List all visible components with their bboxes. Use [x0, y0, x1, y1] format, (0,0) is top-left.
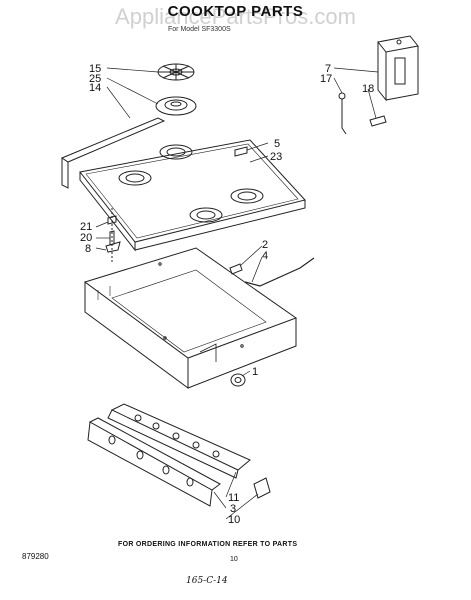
spark-igniter [338, 92, 387, 135]
part-label: 5 [274, 138, 280, 150]
watermark-text: AppliancePartsPros.com [115, 4, 356, 29]
part-label: 7 [325, 63, 331, 75]
handwritten-note: 165-C-14 [186, 576, 228, 586]
part-label: 15 [89, 63, 101, 75]
model-subtitle: For Model SF3300S [168, 26, 231, 33]
part-label: 17 [320, 73, 332, 85]
part-label: 21 [80, 221, 92, 233]
part-label: 8 [85, 243, 91, 255]
ordering-info-note: FOR ORDERING INFORMATION REFER TO PARTS [118, 541, 298, 548]
page-title: COOKTOP PARTS [167, 3, 304, 20]
orifice-and-tube [229, 257, 315, 287]
end-bracket [253, 477, 271, 499]
cooktop-panel [79, 139, 306, 252]
burner-bowl [155, 96, 197, 116]
control-knob [230, 373, 246, 387]
page-number: 10 [230, 556, 238, 563]
part-label: 4 [262, 250, 268, 262]
part-label: 20 [80, 232, 92, 244]
manifold-panel [107, 403, 251, 479]
control-panel [87, 417, 221, 507]
part-label: 1 [252, 366, 258, 378]
burner-grate [157, 63, 195, 81]
side-trim-strip [60, 117, 166, 189]
leader-lines [95, 67, 379, 520]
part-label: 10 [228, 514, 240, 526]
part-label: 25 [89, 73, 101, 85]
part-label: 2 [262, 239, 268, 251]
part-label: 11 [228, 492, 239, 504]
burner-box-pan [83, 247, 298, 389]
mounting-bracket [377, 35, 419, 102]
part-label: 14 [89, 82, 101, 94]
part-label: 23 [270, 151, 282, 163]
document-code: 879280 [22, 552, 49, 561]
part-label: 3 [230, 503, 236, 515]
part-label: 18 [362, 83, 374, 95]
part-labels: 15 25 14 7 17 18 5 23 21 20 8 2 4 1 11 3… [80, 63, 374, 526]
